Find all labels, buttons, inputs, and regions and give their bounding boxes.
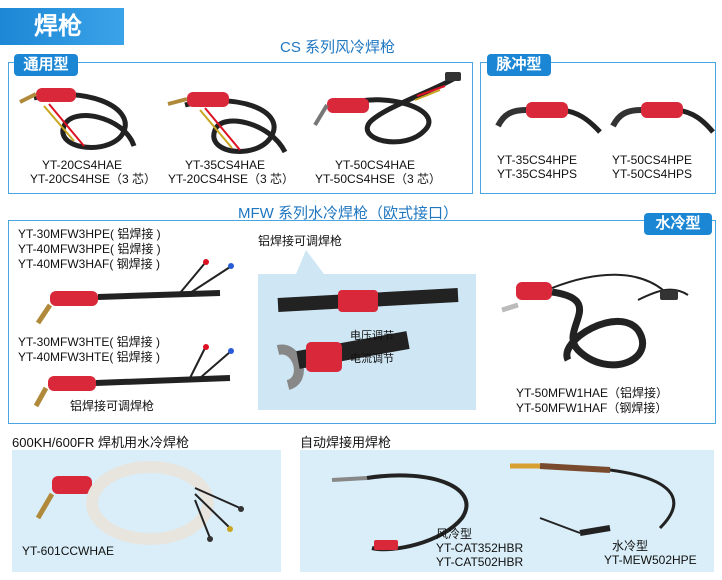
model-35cs4hpe: YT-35CS4HPE bbox=[497, 153, 578, 167]
model-50mfw1hae: YT-50MFW1HAE（铝焊接） bbox=[516, 386, 669, 400]
mfw-group1-line1: YT-30MFW3HPE( 铝焊接 ) bbox=[18, 227, 161, 241]
model-50mfw1haf: YT-50MFW1HAF（钢焊接） bbox=[516, 401, 668, 415]
torch-image-20cs bbox=[19, 88, 137, 150]
model-50cs4hpe: YT-50CS4HPE bbox=[612, 153, 693, 167]
torch-image-35cs-pulse bbox=[495, 102, 602, 134]
model-20cs4hae: YT-20CS4HAE bbox=[42, 158, 123, 172]
page-title: 焊枪 bbox=[0, 8, 124, 45]
callout-panel bbox=[258, 250, 476, 410]
mfw-group1-line3: YT-40MFW3HAF( 钢焊接 ) bbox=[18, 257, 161, 271]
mfw-frame bbox=[8, 220, 716, 424]
torch-image-mfw3hpe bbox=[35, 259, 234, 325]
model-cat502hbr: YT-CAT502HBR bbox=[436, 555, 524, 569]
model-50cs4hae: YT-50CS4HAE bbox=[335, 158, 416, 172]
model-mew502hpe: YT-MEW502HPE bbox=[604, 553, 697, 567]
auto-series-title: 自动焊接用焊枪 bbox=[300, 435, 392, 450]
mfw-group1-line2: YT-40MFW3HPE( 铝焊接 ) bbox=[18, 242, 161, 256]
torch-image-601ccwhae bbox=[35, 461, 244, 545]
adjustable-torch-label: 铝焊接可调焊枪 bbox=[70, 399, 155, 413]
mfw-group2-line1: YT-30MFW3HTE( 铝焊接 ) bbox=[18, 335, 161, 349]
model-cat352hbr: YT-CAT352HBR bbox=[436, 541, 524, 555]
torch-image-50cs bbox=[313, 72, 461, 145]
mfw-series-title: MFW 系列水冷焊枪（欧式接口） bbox=[238, 205, 458, 222]
torch-image-cat-hbr bbox=[331, 473, 469, 552]
cs-series-title: CS 系列风冷焊枪 bbox=[280, 39, 396, 56]
air-cooled-type-label: 风冷型 bbox=[436, 527, 473, 541]
current-adjust-label: 电流调节 bbox=[350, 353, 394, 365]
torch-image-50cs-pulse bbox=[610, 102, 715, 134]
model-35cs4hps: YT-35CS4HPS bbox=[497, 167, 578, 181]
torch-image-mfw3hte bbox=[33, 344, 234, 408]
pulse-type-tag: 脉冲型 bbox=[487, 54, 551, 76]
model-50cs4hps: YT-50CS4HPS bbox=[612, 167, 693, 181]
water-cooled-tag: 水冷型 bbox=[644, 213, 712, 235]
water-cooled-type-label: 水冷型 bbox=[612, 539, 649, 553]
torch-image-35cs bbox=[167, 92, 288, 154]
kh-series-title: 600KH/600FR 焊机用水冷焊枪 bbox=[12, 435, 189, 450]
general-type-tag: 通用型 bbox=[14, 54, 78, 76]
mfw-group2-line2: YT-40MFW3HTE( 铝焊接 ) bbox=[18, 350, 161, 364]
cs-general-frame bbox=[8, 62, 473, 194]
model-601ccwhae: YT-601CCWHAE bbox=[22, 544, 115, 558]
model-50cs4hse: YT-50CS4HSE（3 芯） bbox=[315, 172, 442, 186]
voltage-adjust-label: 电压调节 bbox=[350, 330, 394, 342]
cs-pulse-frame bbox=[480, 62, 716, 194]
torch-image-mew502hpe bbox=[510, 463, 676, 536]
model-20cs4hse: YT-20CS4HSE（3 芯） bbox=[30, 172, 157, 186]
torch-image-50mfw1 bbox=[501, 273, 689, 369]
callout-title: 铝焊接可调焊枪 bbox=[258, 234, 343, 248]
model-20cs4hse-b: YT-20CS4HSE（3 芯） bbox=[168, 172, 295, 186]
auto-panel bbox=[300, 450, 714, 572]
model-35cs4hae: YT-35CS4HAE bbox=[185, 158, 266, 172]
